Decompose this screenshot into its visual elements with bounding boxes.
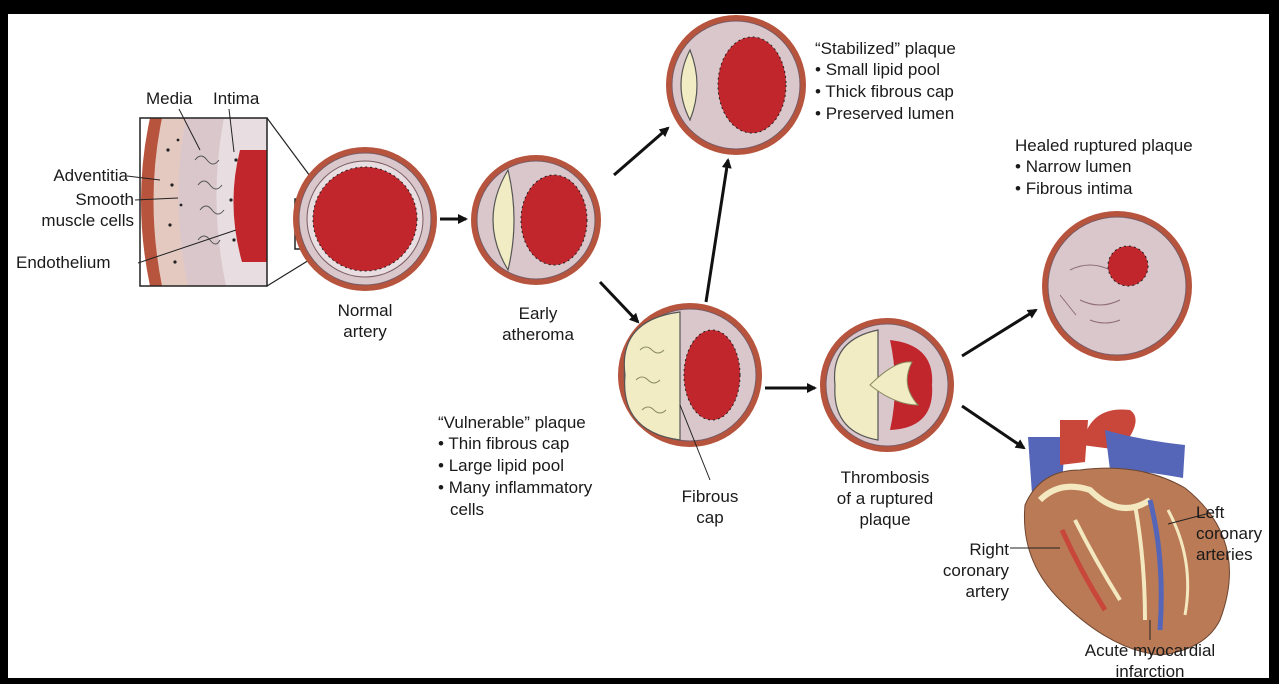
healed-item: Narrow lumen [1015,156,1193,178]
arrow-thrombosis-to-heart [962,406,1024,448]
label-smooth-muscle: Smooth muscle cells [10,189,134,231]
stabilized-item: Thick fibrous cap [815,81,956,103]
healed-plaque-text: Healed ruptured plaque Narrow lumen Fibr… [1015,135,1193,200]
vulnerable-plaque-text: “Vulnerable” plaque Thin fibrous cap Lar… [438,412,592,520]
label-normal-artery: Normal artery [315,300,415,342]
stabilized-item: Small lipid pool [815,59,956,81]
vulnerable-plaque-title: “Vulnerable” plaque [438,412,592,433]
vulnerable-item: Many inflammatory [438,477,592,499]
label-right-coronary-artery: Right coronary artery [915,539,1009,602]
arrow-early-to-stabilized [614,128,668,175]
label-acute-myocardial-infarction: Acute myocardial infarction [1060,640,1240,682]
healed-plaque-cross-section [1042,211,1192,361]
early-atheroma-cross-section [471,155,601,285]
arrow-vulnerable-to-stabilized [706,160,728,302]
stabilized-plaque-cross-section [666,15,806,155]
label-adventitia: Adventitia [18,165,128,186]
normal-artery-cross-section [293,147,437,291]
vulnerable-item: Thin fibrous cap [438,433,592,455]
healed-plaque-title: Healed ruptured plaque [1015,135,1193,156]
thrombosis-cross-section [820,318,954,452]
healed-item: Fibrous intima [1015,178,1193,200]
vulnerable-item: Large lipid pool [438,455,592,477]
arrow-early-to-vulnerable [600,282,638,322]
vulnerable-plaque-cross-section [618,303,762,480]
stabilized-plaque-text: “Stabilized” plaque Small lipid pool Thi… [815,38,956,125]
stabilized-plaque-title: “Stabilized” plaque [815,38,956,59]
stabilized-item: Preserved lumen [815,103,956,125]
label-early-atheroma: Early atheroma [488,303,588,345]
label-media: Media [146,88,192,109]
label-fibrous-cap: Fibrous cap [670,486,750,528]
label-endothelium: Endothelium [16,252,111,273]
vulnerable-item-continuation: cells [438,499,592,520]
label-intima: Intima [213,88,259,109]
label-left-coronary-arteries: Left coronary arteries [1196,502,1262,565]
arrow-thrombosis-to-healed [962,310,1036,356]
label-thrombosis: Thrombosis of a ruptured plaque [820,467,950,530]
